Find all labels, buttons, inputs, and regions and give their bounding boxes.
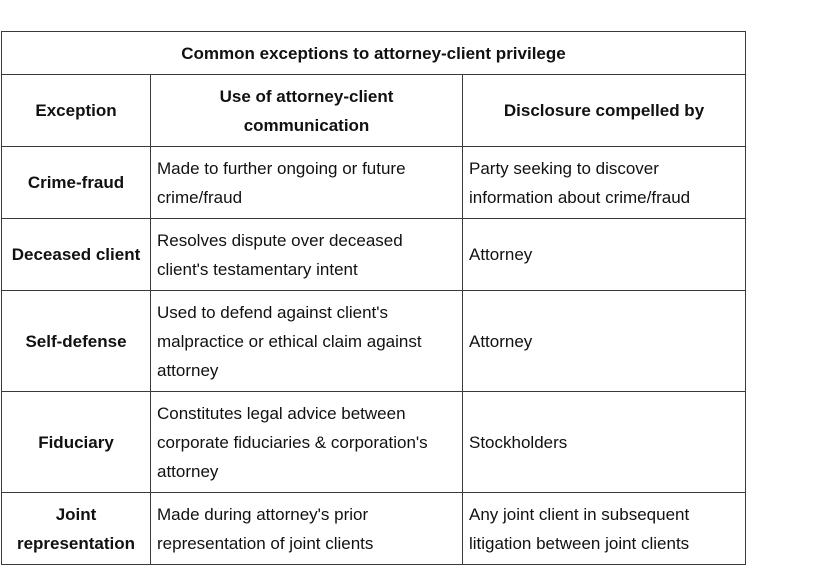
use-cell: Used to defend against client's malpract… bbox=[150, 290, 463, 392]
use-cell: Made to further ongoing or future crime/… bbox=[150, 146, 463, 219]
disclosure-cell: Attorney bbox=[461, 290, 747, 392]
exception-name: Fiduciary bbox=[1, 391, 151, 493]
use-cell: Resolves dispute over deceased client's … bbox=[150, 218, 463, 291]
exception-name: Self-defense bbox=[1, 290, 151, 392]
table-title: Common exceptions to attorney-client pri… bbox=[0, 31, 747, 75]
table-header-row: Exception Use of attorney-client communi… bbox=[1, 74, 747, 147]
table-row: Deceased client Resolves dispute over de… bbox=[1, 218, 747, 291]
header-use: Use of attorney-client communication bbox=[150, 74, 463, 147]
table-row: Fiduciary Constitutes legal advice betwe… bbox=[1, 391, 747, 493]
use-cell: Constitutes legal advice between corpora… bbox=[150, 391, 463, 493]
exception-name: Crime-fraud bbox=[1, 146, 151, 219]
table-row: Self-defense Used to defend against clie… bbox=[1, 290, 747, 392]
table-row: Crime-fraud Made to further ongoing or f… bbox=[1, 146, 747, 219]
header-exception: Exception bbox=[1, 74, 151, 147]
table-title-row: Common exceptions to attorney-client pri… bbox=[0, 31, 747, 75]
header-disclosure: Disclosure compelled by bbox=[461, 74, 747, 147]
exception-name: Deceased client bbox=[1, 218, 151, 291]
use-cell: Made during attorney's prior representat… bbox=[150, 492, 463, 565]
disclosure-cell: Stockholders bbox=[461, 391, 747, 493]
exception-name: Joint representation bbox=[1, 492, 151, 565]
disclosure-cell: Party seeking to discover information ab… bbox=[461, 146, 747, 219]
disclosure-cell: Any joint client in subsequent litigatio… bbox=[461, 492, 747, 565]
table-row: Joint representation Made during attorne… bbox=[1, 492, 747, 565]
exceptions-table: Common exceptions to attorney-client pri… bbox=[0, 31, 747, 565]
disclosure-cell: Attorney bbox=[461, 218, 747, 291]
